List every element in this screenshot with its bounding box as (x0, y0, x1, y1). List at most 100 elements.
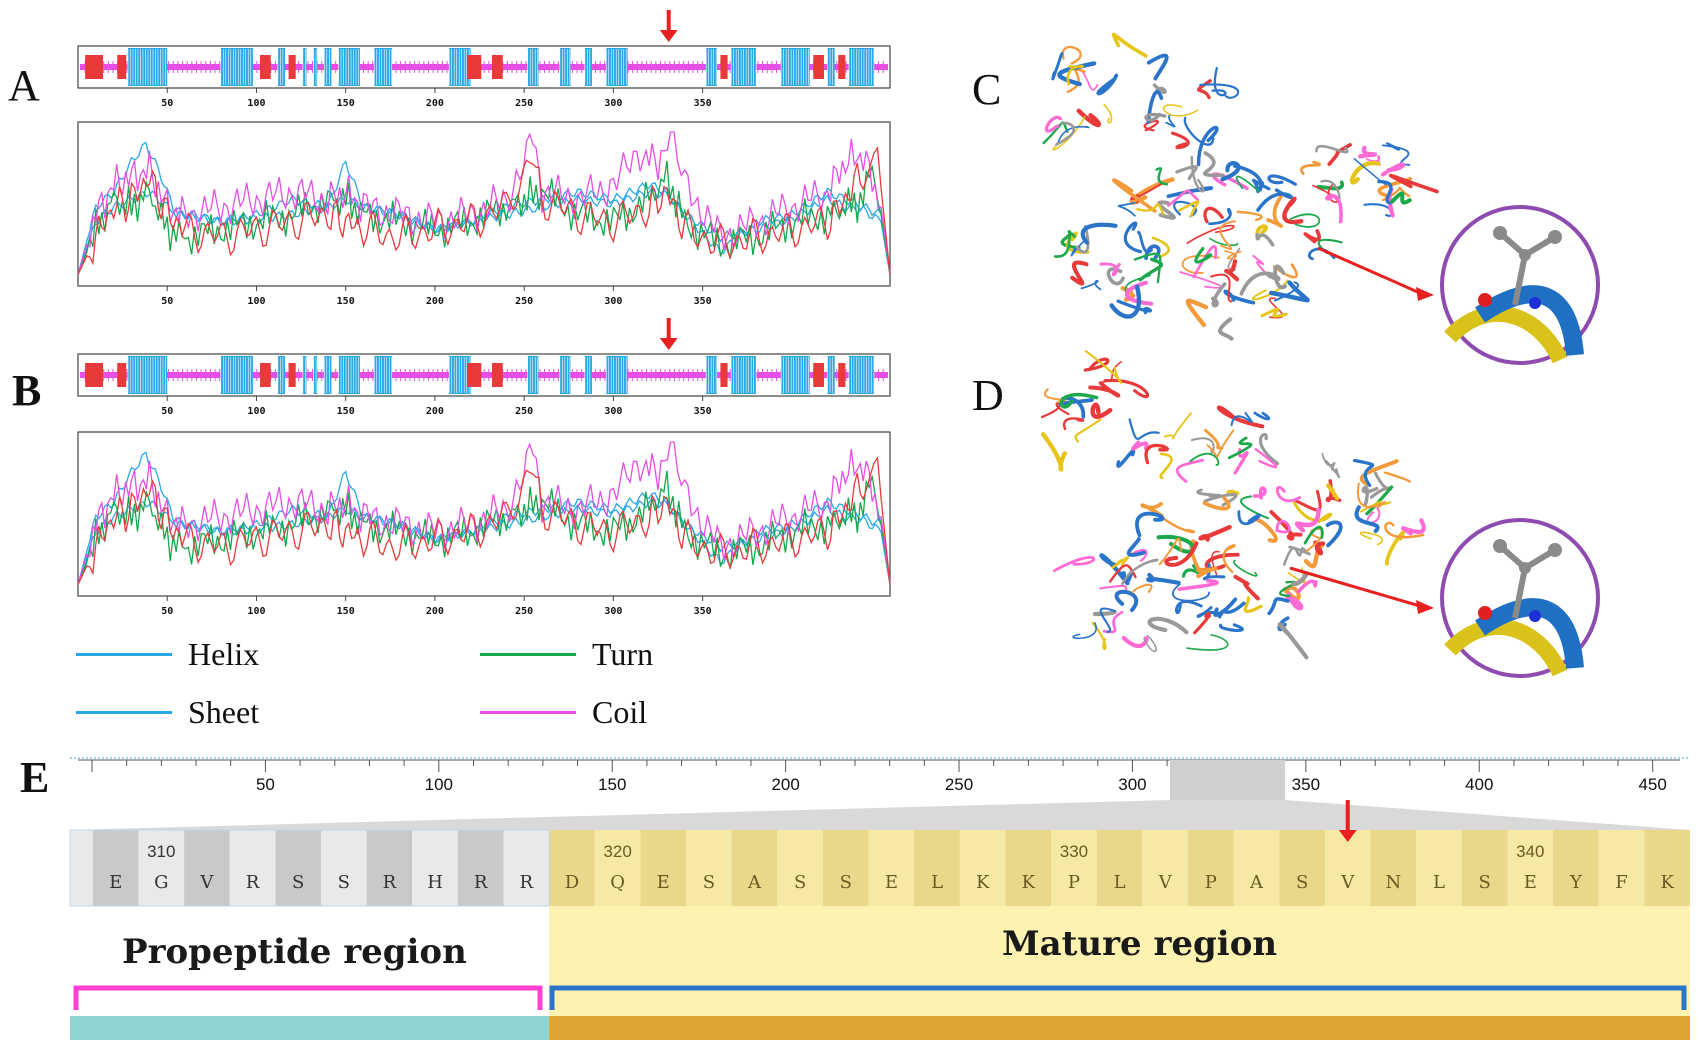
plot-tick-label-b: 300 (604, 606, 622, 617)
inset-d-atom-2 (1548, 543, 1562, 557)
inset-d-blue-ribbon (1475, 598, 1584, 669)
residue-letter: V (1340, 872, 1355, 893)
structure-d-ribbon (1290, 571, 1309, 587)
structure-d-ribbon (1121, 635, 1149, 648)
residue-cell (366, 830, 413, 906)
strip-strand-block-b (85, 363, 103, 387)
residue-letter: L (1114, 872, 1126, 893)
structure-d-ribbon (1121, 570, 1134, 584)
structure-d-ribbon (1190, 437, 1215, 454)
legend-helix: Helix (76, 636, 259, 673)
structure-c-ribbon (1123, 221, 1143, 254)
plot-tick-label-a: 300 (604, 296, 622, 307)
structure-c-ribbon (1269, 280, 1310, 303)
zoom-window (1170, 760, 1285, 802)
inset-d-atom-1 (1493, 539, 1507, 553)
strip-strand-block-a (467, 55, 482, 79)
ruler-tick-label: 350 (1292, 775, 1320, 794)
structure-d-ribbon (1158, 537, 1183, 566)
residue-letter: K (1022, 872, 1036, 893)
structure-c-ribbon (1061, 45, 1082, 65)
strip-helix-block-b (827, 356, 835, 394)
structure-d-ribbon (1099, 584, 1128, 591)
structure-d-ribbon (1275, 485, 1302, 503)
strip-helix-block-a (374, 48, 393, 86)
plot-tick-label-b: 50 (161, 606, 173, 617)
structure-d-ribbon (1216, 405, 1265, 429)
inset-c-pointer (1317, 246, 1421, 295)
structure-c-ribbon (1377, 179, 1393, 205)
structure-d-ribbon (1385, 530, 1405, 566)
structure-c-ribbon (1109, 284, 1142, 319)
strip-helix-block-a (313, 48, 318, 86)
inset-c-pointer-head (1416, 287, 1434, 301)
strip-helix-block-a (220, 48, 253, 86)
structure-c-ribbon (1170, 131, 1190, 150)
residue-letter: F (1615, 872, 1628, 893)
structure-c-ribbon (1235, 175, 1260, 193)
structure-d-ribbon (1099, 607, 1117, 633)
residue-arrow-head (1338, 830, 1357, 842)
structure-d-ribbon (1128, 418, 1160, 440)
inset-d-bond-1 (1512, 567, 1528, 619)
structure-d-ribbon (1313, 540, 1326, 556)
structure-d-ribbon (1237, 510, 1261, 525)
structure-c-ribbon (1167, 189, 1199, 207)
structure-d-ribbon (1277, 622, 1309, 660)
structure-d-ribbon (1357, 482, 1386, 509)
residue-cell (229, 830, 276, 906)
strip-helix-block-b (220, 356, 253, 394)
strip-tick-label-a: 300 (604, 98, 622, 109)
series-line-extra-b (77, 455, 891, 585)
strip-helix-block-b (781, 356, 810, 394)
structure-d-ribbon (1401, 518, 1426, 536)
legend-sheet-label: Sheet (188, 694, 260, 730)
structure-d-ribbon (1059, 392, 1099, 409)
structure-c-ribbon (1199, 83, 1240, 99)
ruler-tick-label: 200 (771, 775, 799, 794)
residue-letter: D (565, 872, 579, 893)
structure-d-ribbon (1072, 622, 1097, 640)
legend-coil: Coil (480, 694, 647, 731)
residue-letter: G (154, 872, 168, 893)
structure-d-ribbon (1303, 525, 1324, 545)
structure-d-ribbon (1108, 564, 1137, 583)
residue-letter: R (246, 872, 260, 893)
strip-strand-block-b (260, 363, 271, 387)
structure-c-ribbon (1260, 307, 1288, 318)
structure-c-ribbon (1173, 200, 1198, 218)
residue-cell (320, 830, 367, 906)
structure-d-ribbon (1098, 361, 1122, 384)
structure-c-ribbon (1325, 193, 1343, 224)
structure-d-ribbon (1253, 411, 1271, 421)
inset-d-pointer-head (1416, 600, 1434, 614)
plot-tick-label-a: 50 (161, 296, 173, 307)
residue-cell (412, 830, 458, 906)
structure-c-ribbon (1144, 112, 1167, 122)
structure-c-ribbon (1211, 282, 1227, 308)
residue-cell (1005, 830, 1052, 906)
structure-c-ribbon (1203, 206, 1224, 224)
legend-coil-swatch (480, 711, 576, 714)
mutation-arrow-a-head (659, 30, 678, 42)
structure-c-ribbon (1267, 174, 1297, 186)
structure-c-ribbon (1327, 143, 1352, 166)
strip-strand-block-b (813, 363, 824, 387)
strip-helix-block-a (302, 48, 307, 86)
plot-tick-label-a: 100 (247, 296, 265, 307)
structure-d-ribbon (1163, 412, 1192, 440)
structure-d-ribbon (1243, 596, 1263, 614)
structure-d-ribbon (1233, 559, 1258, 577)
residue-cell (1370, 830, 1417, 906)
series-line-coil-a (77, 131, 891, 275)
mature-bar (549, 1016, 1690, 1040)
structure-d-ribbon (1222, 544, 1236, 574)
structure-d-ribbon (1233, 574, 1260, 601)
structure-d-ribbon (1361, 485, 1379, 506)
residue-letter: S (794, 872, 806, 893)
structure-d-ribbon (1114, 589, 1139, 612)
structure-c-ribbon (1196, 125, 1219, 167)
structure-c-ribbon (1211, 66, 1227, 97)
structure-d-ribbon (1147, 616, 1189, 635)
structure-d-ribbon (1093, 609, 1117, 617)
